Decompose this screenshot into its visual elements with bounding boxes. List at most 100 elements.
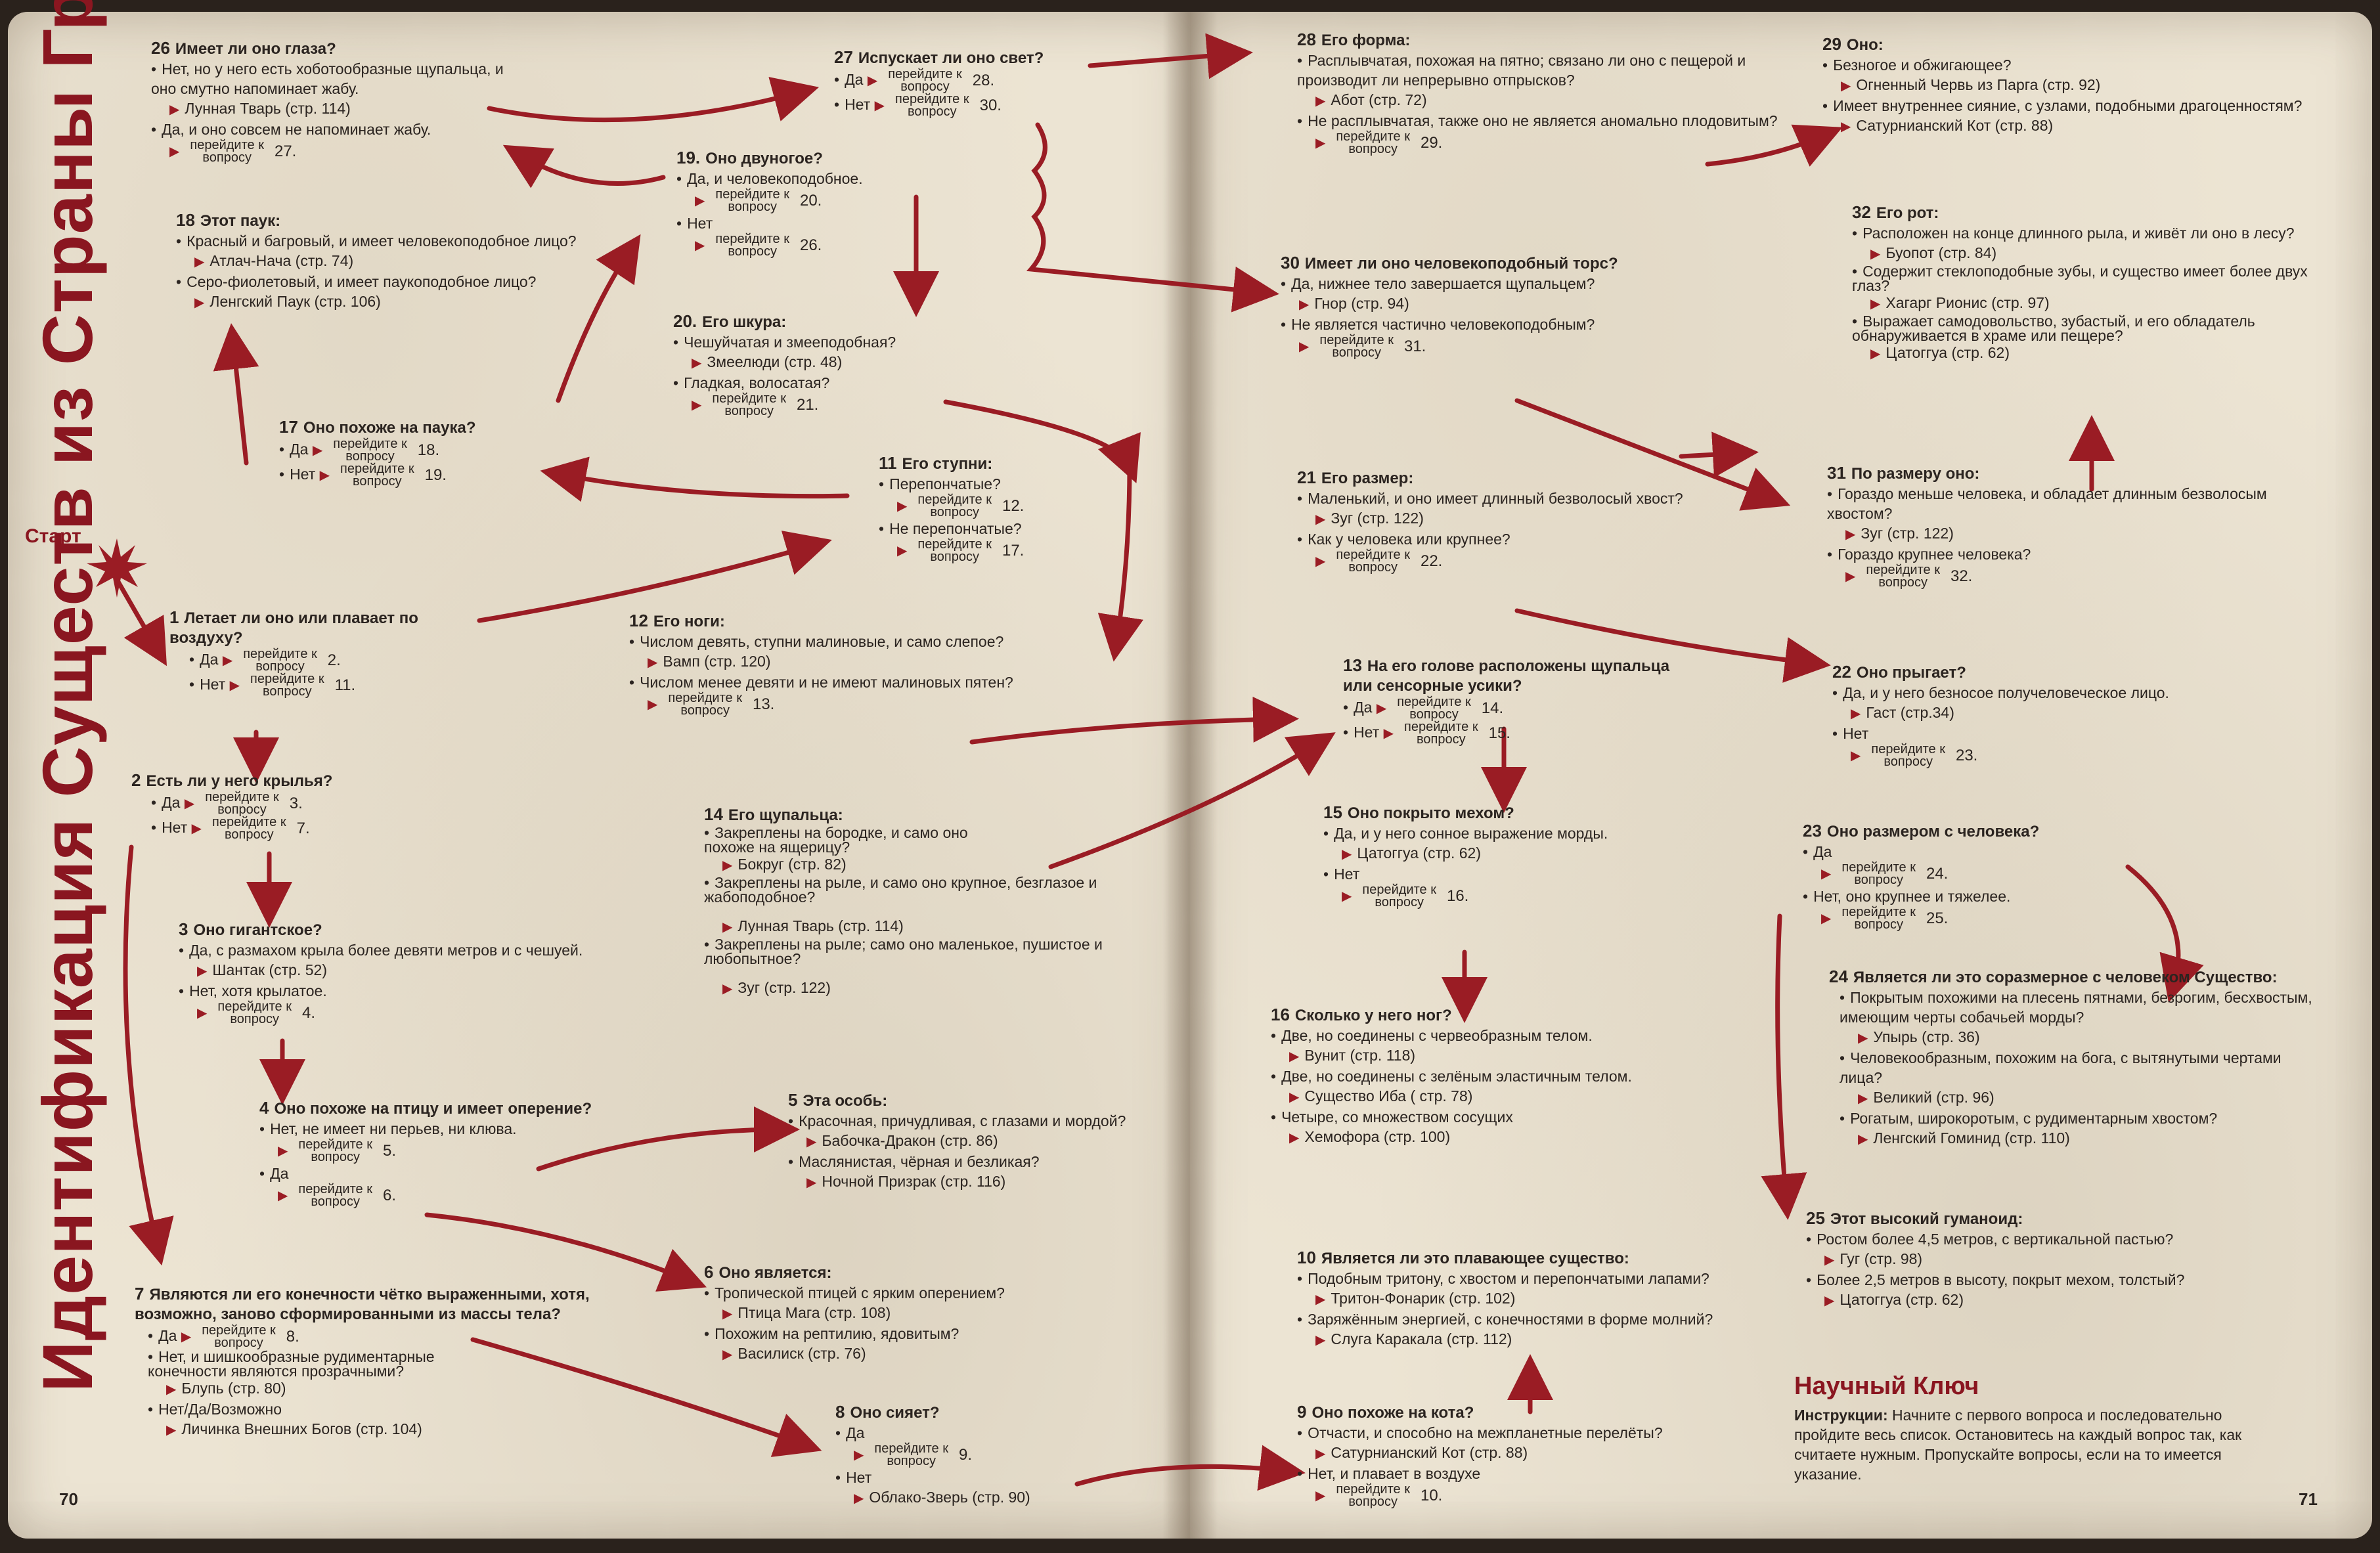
arrow-17-18 [213,323,259,466]
result-arrow-icon: ▶ [722,858,733,873]
arrow-27-right [1088,33,1253,79]
result-arrow-icon: ▶ [1858,1091,1868,1106]
result-arrow-icon: ▶ [854,1491,864,1506]
goto-arrow-icon: ▶ [897,499,908,514]
result-arrow-icon: ▶ [1315,512,1326,527]
arrow-23-left [1761,913,1807,1220]
arrow-23-25 [2125,864,2204,1003]
result-arrow-icon: ▶ [648,655,658,670]
goto-arrow-icon: ▶ [1342,889,1352,904]
arrow-28-29 [1705,124,1843,167]
goto-arrow-icon: ▶ [1383,726,1394,741]
goto-arrow-icon: ▶ [319,468,330,483]
goto-arrow-icon: ▶ [1315,136,1326,151]
question-20: 20.Его шкура: •Чешуйчатая и змееподобная… [673,311,896,418]
result-arrow-icon: ▶ [806,1135,817,1149]
goto-arrow-icon: ▶ [191,821,202,837]
goto-arrow-icon: ▶ [1299,339,1310,355]
result-arrow-icon: ▶ [1824,1294,1835,1308]
goto-arrow-icon: ▶ [1845,569,1856,584]
result-arrow-icon: ▶ [722,920,733,934]
arrow-12-11 [477,531,832,623]
question-19: 19.Оно двуногое? •Да, и человекоподобное… [676,148,863,259]
page-number-right: 71 [2299,1489,2318,1509]
start-label: Старт [25,525,81,547]
goto-arrow-icon: ▶ [854,1448,864,1463]
arrow-21-ref [1679,431,1759,478]
goto-arrow-icon: ▶ [312,443,323,458]
arrow-14-13 [1048,732,1336,869]
arrow-bold-31 [1514,398,1791,511]
arrow-11-12-down [1097,464,1143,662]
arrow-19-18 [502,144,666,188]
goto-arrow-icon: ▶ [1376,701,1387,716]
result-arrow-icon: ▶ [1315,1333,1326,1347]
result-arrow-icon: ▶ [1315,1292,1326,1307]
goto-arrow-icon: ▶ [197,1006,208,1021]
arrow-13-14 [969,696,1299,745]
result-arrow-icon: ▶ [1858,1132,1868,1147]
result-arrow-icon: ▶ [1870,347,1881,361]
goto-arrow-icon: ▶ [169,144,180,160]
result-arrow-icon: ▶ [722,1307,733,1321]
goto-arrow-icon: ▶ [867,74,878,89]
goto-arrow-icon: ▶ [181,1330,192,1345]
start-burst [87,538,147,598]
result-arrow-icon: ▶ [1841,120,1851,134]
goto-arrow-icon: ▶ [1851,749,1861,764]
result-arrow-icon: ▶ [806,1175,817,1190]
result-arrow-icon: ▶ [722,1347,733,1362]
arrow-17-19 [556,234,641,403]
goto-arrow-icon: ▶ [278,1144,288,1159]
arrow-11-17 [540,456,850,502]
arrow-left-7 [123,844,174,1266]
result-arrow-icon: ▶ [1289,1049,1300,1064]
result-arrow-icon: ▶ [197,964,208,978]
goto-arrow-icon: ▶ [874,98,885,114]
result-arrow-icon: ▶ [1841,79,1851,93]
goto-arrow-icon: ▶ [648,697,658,712]
arrow-26-27 [487,77,820,123]
key-instructions: Инструкции: Начните с первого вопроса и … [1794,1407,2242,1483]
goto-arrow-icon: ▶ [695,238,705,253]
result-arrow-icon: ▶ [1315,94,1326,108]
result-arrow-icon: ▶ [1299,297,1310,312]
goto-arrow-icon: ▶ [278,1189,288,1204]
result-arrow-icon: ▶ [1858,1031,1868,1045]
result-arrow-icon: ▶ [166,1423,177,1437]
result-arrow-icon: ▶ [1289,1090,1300,1105]
result-arrow-icon: ▶ [1845,527,1856,542]
result-arrow-icon: ▶ [169,102,180,117]
goto-arrow-icon: ▶ [695,194,705,209]
goto-arrow-icon: ▶ [1315,554,1326,569]
result-arrow-icon: ▶ [1851,707,1861,721]
arrow-4-5 [536,1106,800,1171]
arrow-21-22 [1514,608,1831,683]
page-number-left: 70 [59,1489,78,1509]
result-arrow-icon: ▶ [194,295,205,310]
